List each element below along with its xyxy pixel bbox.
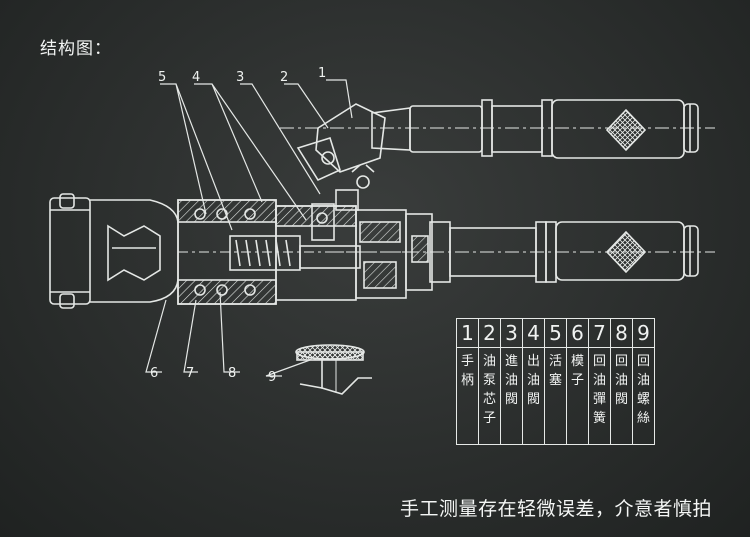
callout-2: 2	[280, 70, 289, 85]
lower-handle	[429, 221, 699, 283]
part-number: 4	[522, 318, 545, 348]
pump-body	[177, 189, 433, 305]
part-name: 活塞	[548, 354, 562, 388]
part-name: 回油螺絲	[636, 354, 650, 426]
callout-3: 3	[236, 70, 245, 85]
part-number: 2	[478, 318, 501, 348]
callout-7: 7	[186, 366, 195, 381]
callout-8: 8	[228, 366, 237, 381]
measurement-disclaimer: 手工测量存在轻微误差，介意者慎拍	[399, 498, 712, 520]
part-name: 油泵芯子	[482, 354, 496, 426]
callout-5: 5	[158, 70, 167, 85]
parts-name-row: 手柄 油泵芯子 進油閥 出油閥 活塞 模子 回油彈簧 回油閥 回油螺絲	[456, 347, 655, 445]
leader-lines	[145, 79, 353, 377]
part-number: 6	[566, 318, 589, 348]
part-name: 回油彈簧	[592, 354, 606, 426]
callout-6: 6	[150, 366, 159, 381]
part-number: 5	[544, 318, 567, 348]
upper-handle	[371, 99, 699, 159]
part-name: 出油閥	[526, 354, 540, 407]
parts-table: 1 2 3 4 5 6 7 8 9 手柄 油泵芯子 進油閥 出油閥 活塞 模子 …	[456, 318, 655, 445]
part-name: 手柄	[460, 354, 474, 388]
crimp-head	[49, 193, 179, 309]
part-number: 1	[456, 318, 479, 348]
part-name: 回油閥	[614, 354, 628, 407]
part-name: 模子	[570, 354, 584, 388]
parts-number-row: 1 2 3 4 5 6 7 8 9	[456, 318, 655, 348]
release-screw-detail	[295, 344, 372, 395]
callout-9: 9	[268, 370, 277, 385]
part-number: 9	[632, 318, 655, 348]
callout-4: 4	[192, 70, 201, 85]
diagram-heading: 结构图：	[40, 39, 112, 59]
part-number: 3	[500, 318, 523, 348]
callout-1: 1	[318, 66, 327, 81]
part-number: 8	[610, 318, 633, 348]
part-name: 進油閥	[504, 354, 518, 407]
part-number: 7	[588, 318, 611, 348]
